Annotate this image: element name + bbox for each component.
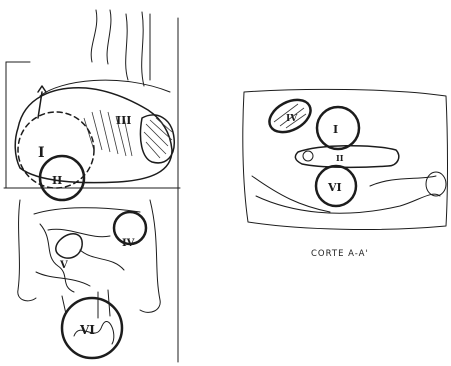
- liver-outline: [15, 88, 172, 183]
- section-label-I: I: [333, 123, 338, 136]
- section-label-II: II: [336, 153, 344, 163]
- small-bowel-loops: [36, 224, 124, 292]
- label-IV: IV: [122, 238, 135, 249]
- colon-outline: [18, 200, 160, 312]
- label-VI: VI: [79, 323, 95, 337]
- lower-vessels: [62, 290, 110, 318]
- region-V-structure: [56, 234, 82, 258]
- label-III: III: [116, 114, 131, 127]
- abdominal-view-panel: I II III IV V VI: [4, 10, 180, 362]
- stomach-shading: [144, 118, 172, 158]
- cross-section-panel: IV I II VI: [243, 89, 448, 229]
- section-small-vessel: [303, 151, 313, 161]
- diaphragm-curve: [40, 80, 170, 96]
- section-label-VI: VI: [327, 181, 342, 194]
- section-caption: CORTE A-A': [311, 249, 369, 259]
- label-V: V: [59, 260, 68, 271]
- esophagus-outline: [91, 10, 150, 86]
- section-region-II-structure: [295, 146, 398, 168]
- label-I: I: [38, 145, 45, 161]
- posterior-wall-lines: [252, 176, 440, 213]
- label-II: II: [52, 174, 62, 187]
- section-label-IV: IV: [286, 114, 298, 124]
